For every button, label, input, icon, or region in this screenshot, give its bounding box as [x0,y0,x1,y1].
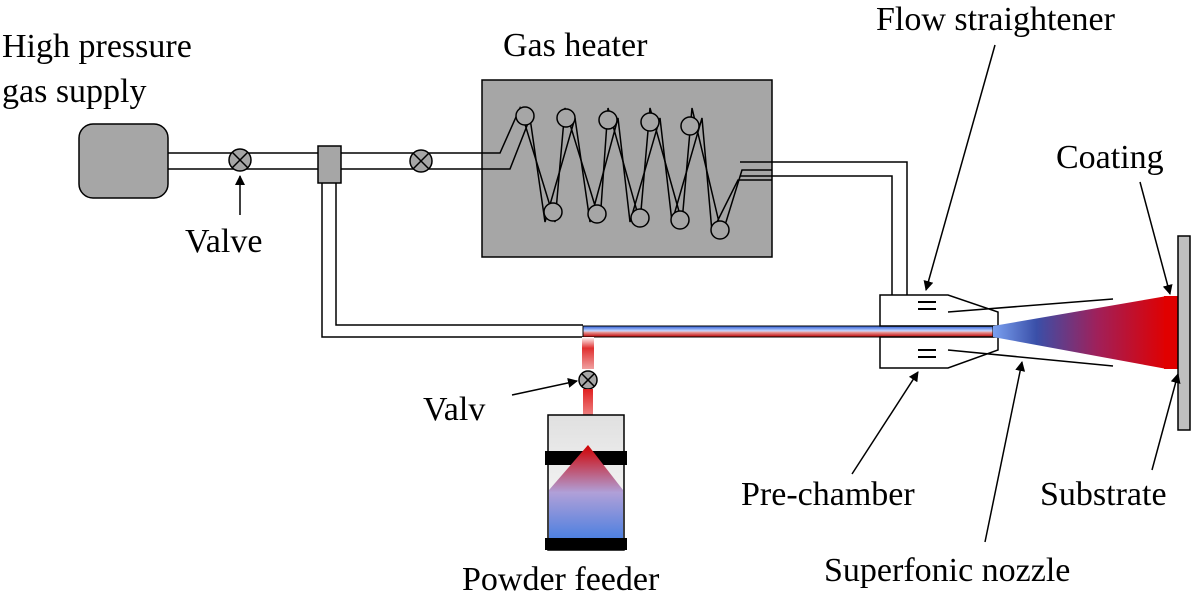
annotation-arrows [235,44,1181,543]
arrow-valv [511,378,578,396]
coating-layer [1164,296,1178,369]
valve-icon [409,149,433,173]
label-valve: Valve [185,223,262,260]
splitter-block [317,145,342,184]
label-powder-feeder: Powder feeder [462,561,660,597]
label-substrate: Substrate [1040,476,1167,513]
powder-line [582,325,994,338]
valve-icon [228,148,252,172]
heater-coil [482,105,772,240]
label-gas-heater: Gas heater [503,27,648,64]
arrow-pre-chamber [851,371,919,475]
powder-valve-icon [578,370,598,390]
supersonic-nozzle [947,298,1114,367]
arrow-flow-straightener [923,44,996,291]
powder-feed-stem [582,337,594,369]
label-valv: Valv [423,391,485,428]
bypass-pipe [321,183,583,338]
label-pre-chamber: Pre-chamber [741,476,915,513]
substrate [1177,235,1191,431]
arrow-substrate [1151,373,1181,471]
label-high-pressure-line1: High pressure [2,28,192,65]
label-superfonic-nozzle: Superfonic nozzle [824,552,1070,589]
heated-gas-pipe [740,161,908,295]
flow-straightener [918,301,936,358]
label-flow-straightener: Flow straightener [876,1,1116,38]
gas-supply-tank [78,123,169,199]
label-high-pressure-line2: gas supply [2,73,147,110]
label-coating: Coating [1056,139,1164,176]
pre-chamber [879,294,999,369]
arrow-superfonic-nozzle [984,361,1026,543]
powder-feeder [545,414,627,551]
arrow-coating [1139,181,1173,295]
spray-jet [993,296,1167,369]
